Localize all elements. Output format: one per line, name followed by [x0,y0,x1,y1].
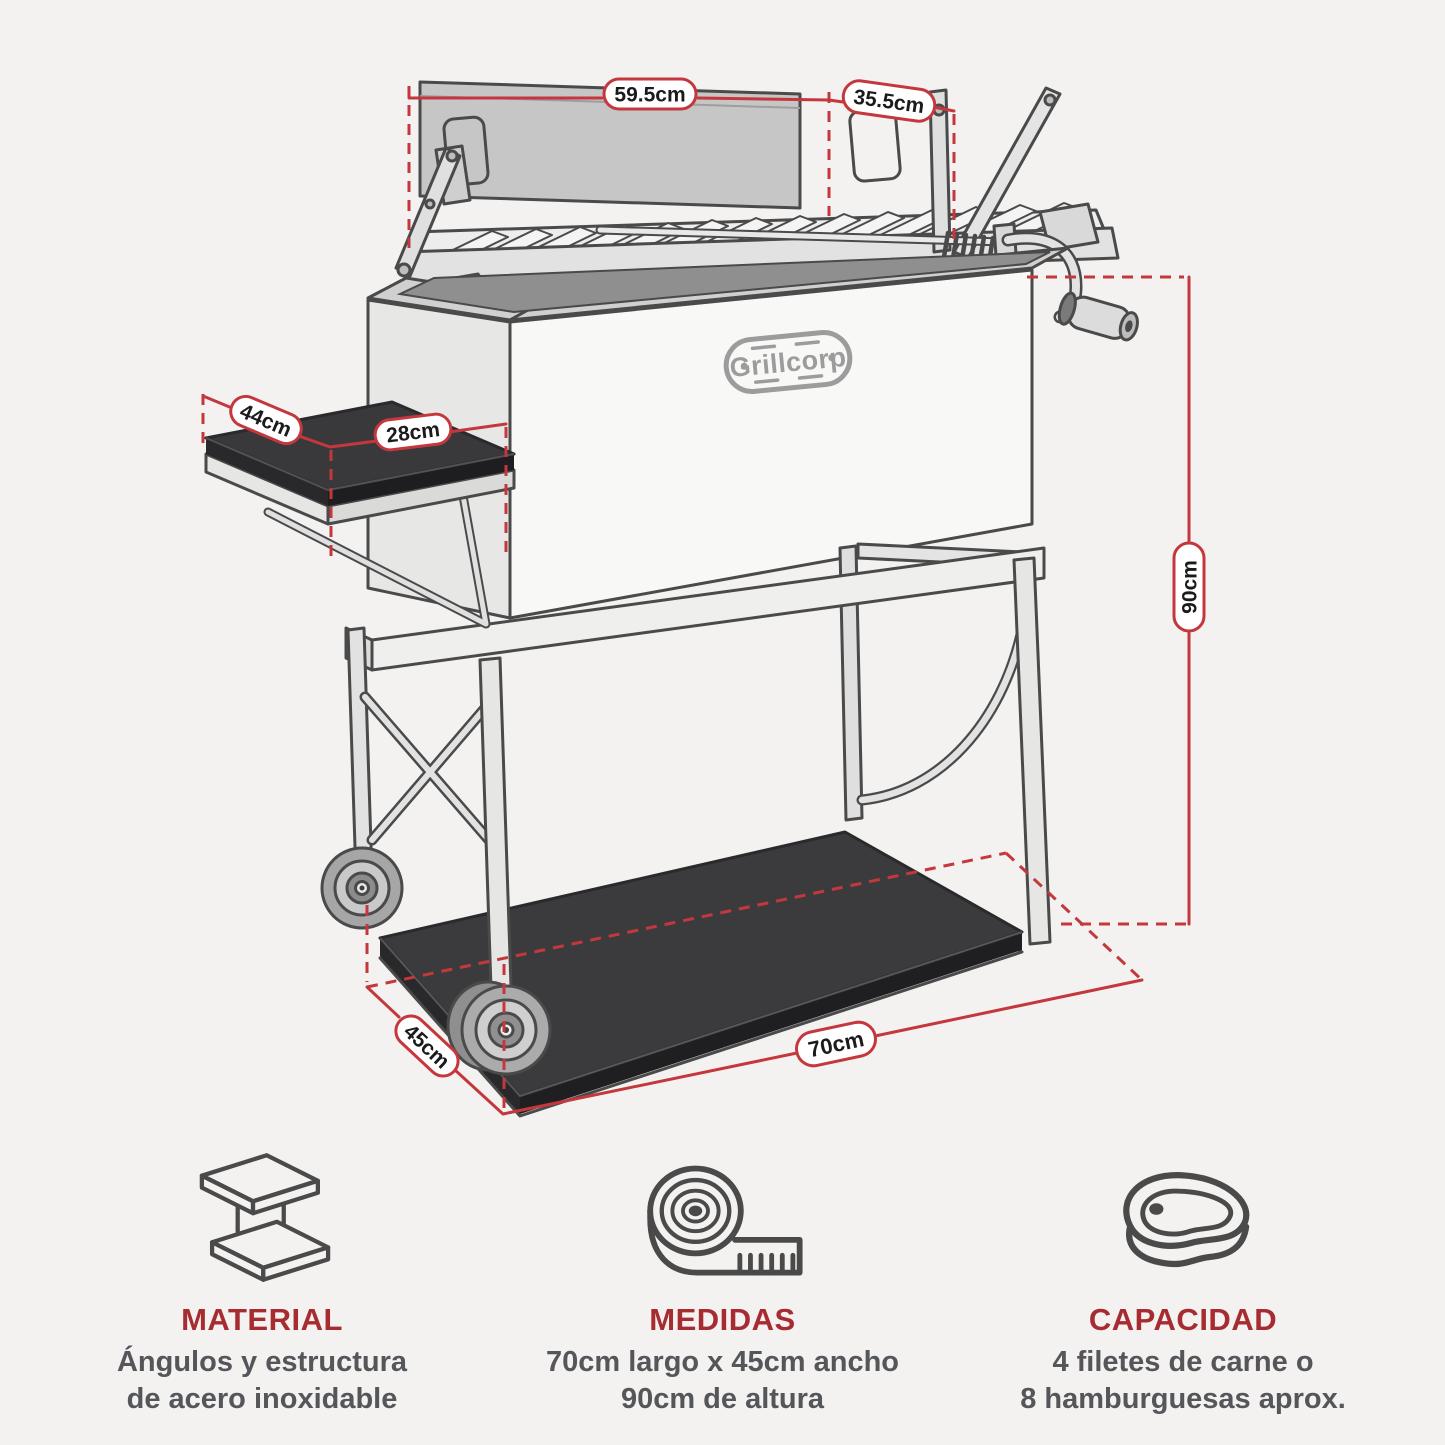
dim-base-length-label: 70cm [795,1020,877,1068]
cart-stand [320,542,1052,1118]
feature-capacidad: CAPACIDAD 4 filetes de carne o 8 hamburg… [983,1140,1383,1418]
steak-icon [1103,1140,1263,1290]
feature-material-line2: de acero inoxidable [126,1383,398,1415]
feature-medidas-line2: 90cm de altura [620,1383,825,1415]
feature-medidas-line1: 70cm largo x 45cm ancho [546,1346,899,1378]
firebox-front-face [508,268,1034,620]
features-row: MATERIAL Ángulos y estructura de acero i… [0,1140,1445,1418]
firebox-opening [396,251,1051,314]
curved-brace-right [858,626,1026,804]
lift-mechanism [394,86,1139,342]
crank-handle [1057,291,1139,342]
feature-material: MATERIAL Ángulos y estructura de acero i… [62,1140,462,1418]
leg-front-right [1012,556,1052,946]
dim-height-label: 90cm [1172,541,1206,633]
dim-grate-depth-label: 35.5cm [841,79,937,123]
i-beam-icon [182,1140,342,1290]
feature-capacidad-line1: 4 filetes de carne o [1052,1346,1314,1378]
feature-capacidad-title: CAPACIDAD [1088,1302,1278,1337]
measuring-tape-icon [635,1140,810,1290]
feature-material-title: MATERIAL [181,1302,343,1337]
x-brace-left [362,694,498,850]
feature-medidas-title: MEDIDAS [649,1302,796,1337]
dim-side-table-width-label: 28cm [373,412,453,452]
dimension-lines: 59.5cm 35.5cm 44cm 28cm 90cm 45cm [201,77,1206,1116]
feature-material-line1: Ángulos y estructura [116,1346,408,1378]
feature-capacidad-line2: 8 hamburguesas aprox. [1020,1383,1346,1415]
feature-medidas: MEDIDAS 70cm largo x 45cm ancho 90cm de … [523,1140,923,1418]
side-table-braces [265,487,489,627]
svg-text:59.5cm: 59.5cm [614,83,685,106]
dim-grate-width-label: 59.5cm [602,77,698,111]
lift-post-right [928,88,952,254]
firebox: Grillcorp [366,246,1070,620]
wheel-rear-left [320,846,404,930]
crank-rod [597,227,1007,245]
leg-rear-right [838,544,864,822]
svg-text:90cm: 90cm [1178,560,1201,614]
wheel-front-left [446,980,552,1076]
